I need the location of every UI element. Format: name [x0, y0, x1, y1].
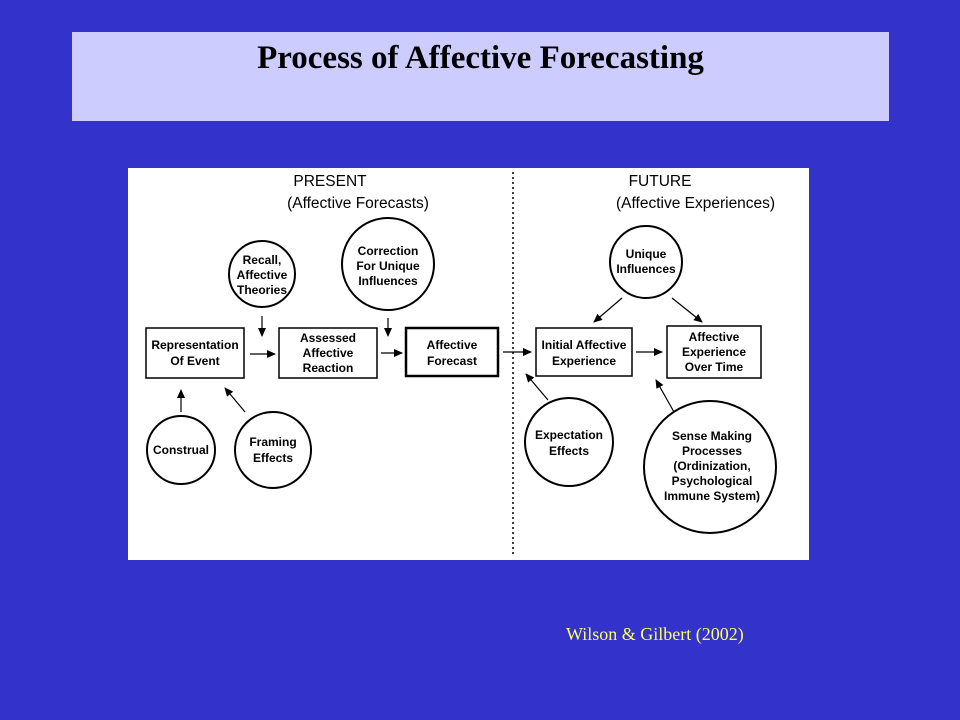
unique-circle [609, 225, 683, 299]
initial-box [535, 327, 633, 377]
future-heading: FUTURE [629, 173, 692, 190]
diagram-canvas: PRESENT (Affective Forecasts) FUTURE (Af… [145, 172, 777, 556]
construal-circle [146, 415, 216, 485]
over-time-box [666, 325, 762, 379]
present-subheading: (Affective Forecasts) [287, 195, 429, 212]
assessed-box [278, 327, 378, 379]
framing-circle [234, 411, 312, 489]
title-banner: Process of Affective Forecasting [72, 32, 889, 121]
construal-label: Construal [153, 443, 209, 457]
sense-making-circle [643, 400, 777, 534]
arrow-unique-initial [593, 297, 623, 323]
citation: Wilson & Gilbert (2002) [566, 624, 744, 644]
forecasting-diagram: PRESENT (Affective Forecasts) FUTURE (Af… [128, 168, 809, 560]
present-heading: PRESENT [293, 173, 367, 190]
expectation-circle [524, 397, 614, 487]
arrow-sense-overtime [655, 379, 675, 413]
slide-title: Process of Affective Forecasting [257, 40, 704, 76]
arrow-framing-rep [224, 387, 246, 413]
future-subheading: (Affective Experiences) [616, 195, 775, 212]
correction-circle [341, 217, 435, 311]
arrow-expectation-initial [525, 373, 549, 401]
arrow-unique-overtime [671, 297, 703, 323]
recall-circle [228, 240, 296, 308]
forecast-box [404, 326, 500, 378]
representation-box [145, 327, 245, 379]
